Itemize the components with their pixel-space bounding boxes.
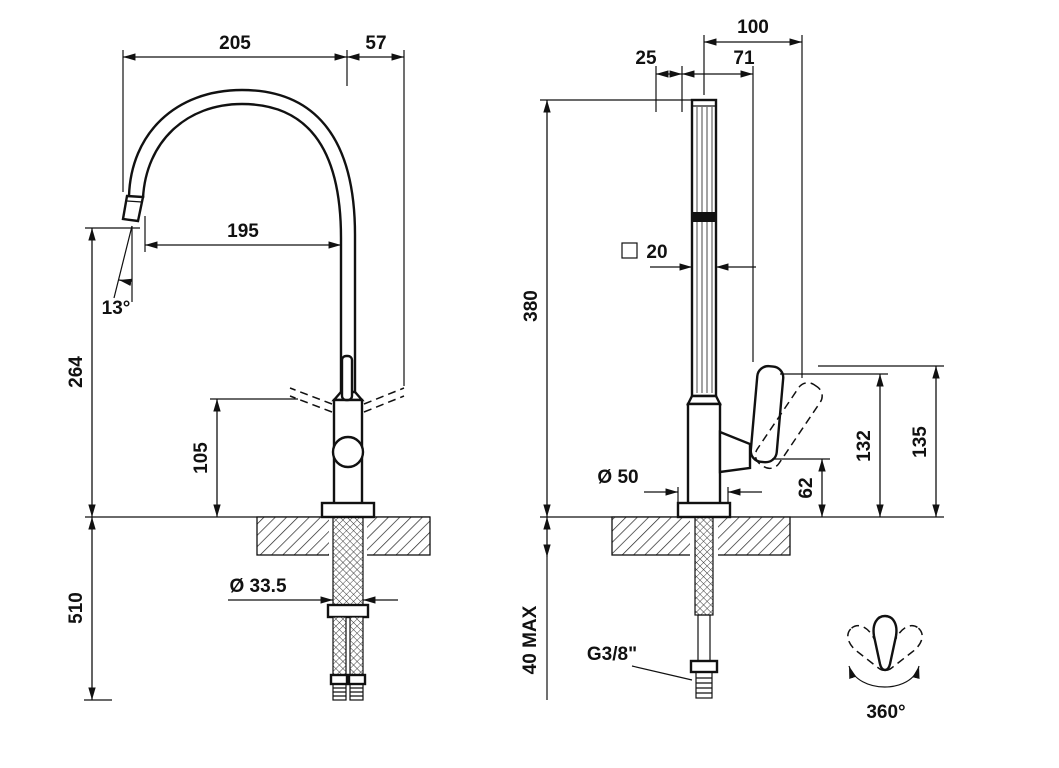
- dim-label-dia-33-5: Ø 33.5: [229, 576, 286, 597]
- column-band: [692, 212, 716, 222]
- hose-nut: [689, 659, 719, 674]
- side-view: 205 57 195 13° 264 105 510 Ø 33.5: [66, 33, 431, 701]
- handle-lever: [340, 354, 354, 402]
- side-view-handle: [289, 354, 405, 413]
- dim-label-dia-50: Ø 50: [597, 467, 638, 488]
- front-view-column: [690, 98, 718, 398]
- hose-front: [697, 614, 711, 662]
- flex-hose-left: [332, 616, 347, 676]
- dim-label-380: 380: [521, 290, 542, 322]
- dim-label-62: 62: [796, 477, 817, 498]
- swivel-label-360: 360°: [866, 702, 905, 723]
- front-view-handle: [749, 364, 823, 470]
- threaded-shank: [332, 516, 364, 606]
- side-view-body: [320, 390, 376, 519]
- front-view-shank-and-hose: [689, 516, 719, 699]
- valve-cone: [718, 430, 752, 474]
- base-flange-front: [676, 501, 732, 519]
- dim-label-square-20: 20: [646, 242, 667, 263]
- gooseneck-spout: [121, 88, 357, 392]
- front-view: 100 25 71 380 20 Ø 50 62 132 135 40 MAX …: [520, 17, 944, 700]
- front-view-dimensions: [540, 35, 944, 700]
- dim-label-71: 71: [733, 48, 755, 69]
- threaded-shank-front: [694, 516, 714, 616]
- swivel-lever: [872, 614, 898, 672]
- handle-front-rotated: [754, 382, 823, 470]
- dim-label-132: 132: [854, 430, 875, 462]
- dim-label-40-max: 40 MAX: [520, 605, 541, 674]
- dim-label-105: 105: [191, 442, 212, 474]
- side-view-shank-and-hoses: [326, 516, 370, 701]
- dim-label-57: 57: [365, 33, 386, 54]
- base-flange: [320, 501, 376, 519]
- dim-label-135: 135: [910, 426, 931, 458]
- front-view-countertop: [540, 516, 944, 556]
- ball-joint: [331, 435, 365, 469]
- swivel-icon: 360°: [847, 614, 923, 723]
- square-section-icon: [621, 242, 638, 259]
- thread-label-g38: G3/8": [587, 644, 637, 665]
- spout-tip: [121, 194, 145, 223]
- spout-angle-indicator: [113, 225, 133, 302]
- dim-label-100: 100: [737, 17, 769, 38]
- rotation-arrow-icon: [848, 665, 920, 688]
- front-view-body: [676, 394, 752, 519]
- dim-label-510: 510: [66, 592, 87, 624]
- flex-hose-right: [349, 616, 364, 676]
- angle-label-13: 13°: [102, 298, 131, 319]
- dim-label-205: 205: [219, 33, 251, 54]
- handle-front: [749, 364, 785, 464]
- side-view-countertop: [85, 516, 431, 556]
- side-view-dimensions: [84, 50, 405, 701]
- hose-thread-end: [695, 671, 713, 699]
- dim-label-195: 195: [227, 221, 259, 242]
- dim-label-264: 264: [66, 356, 87, 388]
- dim-label-25: 25: [635, 48, 657, 69]
- mounting-nut: [326, 603, 370, 619]
